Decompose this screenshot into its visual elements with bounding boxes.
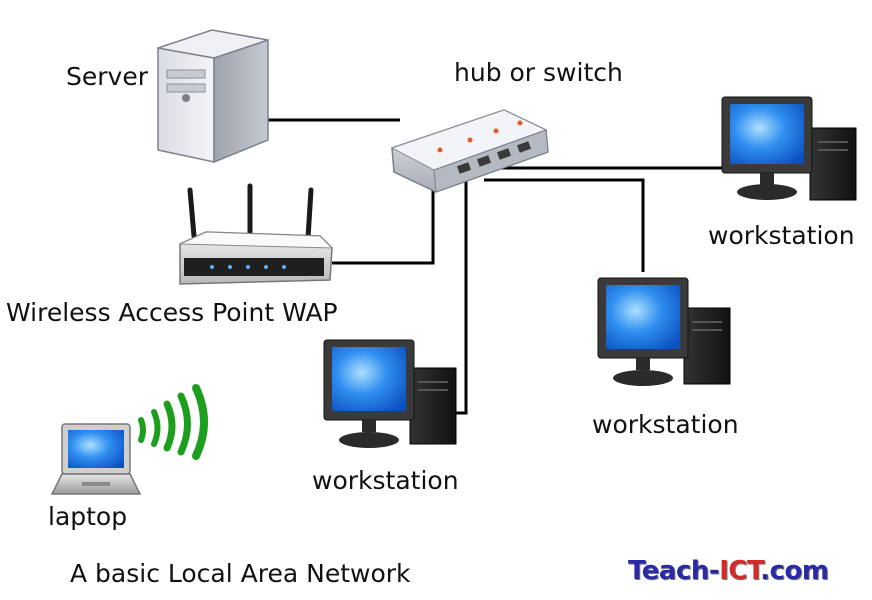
diagram-caption: A basic Local Area Network [70, 559, 411, 588]
wap-label: Wireless Access Point WAP [6, 298, 338, 327]
network-cables [268, 118, 722, 415]
wifi-signal-icon [138, 384, 208, 460]
brand-accent: ICT [719, 556, 761, 586]
workstation-middle-label: workstation [592, 410, 739, 439]
laptop-icon [50, 423, 142, 495]
server-tower-icon [157, 29, 269, 164]
brand-prefix: Teach- [628, 556, 720, 586]
cable-wap-to-hub [332, 186, 435, 265]
server-label: Server [66, 62, 148, 91]
brand-watermark: Teach-ICT.com [628, 556, 829, 586]
hub-label: hub or switch [454, 58, 623, 87]
workstation-left-label: workstation [312, 466, 459, 495]
desktop-computer-icon [323, 339, 457, 448]
cable-workstation-left-to-hub [454, 180, 468, 415]
laptop-label: laptop [48, 502, 128, 531]
network-switch-icon [390, 109, 549, 193]
workstation-right-label: workstation [708, 221, 855, 250]
desktop-computer-icon [597, 277, 731, 386]
wireless-router-icon [179, 183, 334, 285]
desktop-computer-icon [721, 96, 857, 201]
brand-suffix: .com [760, 556, 829, 586]
cable-workstation-middle-to-hub [484, 178, 645, 272]
